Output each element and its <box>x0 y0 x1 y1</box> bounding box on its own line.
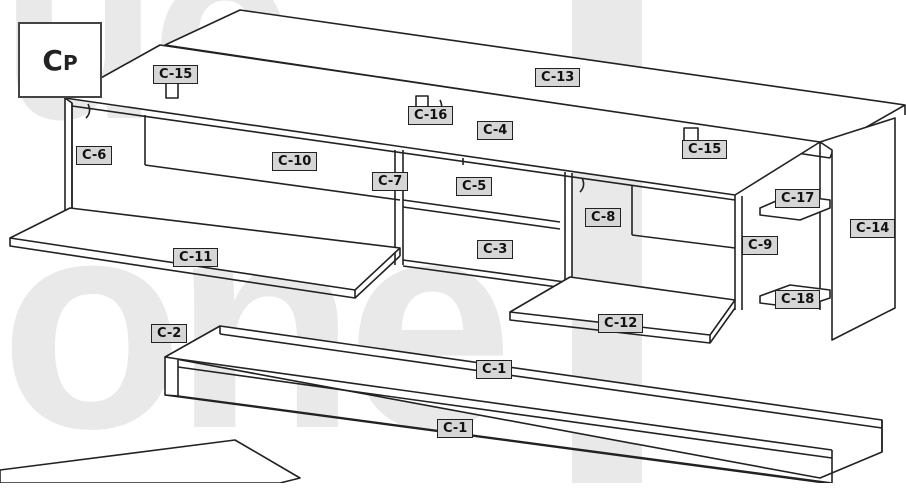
part-label-c17: C-17 <box>775 189 821 208</box>
part-label-c1-lower: C-1 <box>437 419 474 438</box>
part-label-c5: C-5 <box>456 177 493 196</box>
part-label-c14: C-14 <box>850 219 896 238</box>
part-label-c9: C-9 <box>742 236 779 255</box>
part-label-c11: C-11 <box>173 248 219 267</box>
part-label-c18: C-18 <box>775 290 821 309</box>
badge-letter: C <box>42 43 63 77</box>
section-badge: C P <box>18 22 102 98</box>
right-door <box>509 276 736 344</box>
right-compartment <box>631 185 743 310</box>
hinge-left <box>85 103 91 119</box>
part-label-c15-right: C-15 <box>682 140 728 159</box>
part-label-c2: C-2 <box>151 324 188 343</box>
part-label-c13: C-13 <box>535 68 581 87</box>
part-label-c6: C-6 <box>76 146 113 165</box>
middle-compartment <box>402 158 566 289</box>
part-label-c7: C-7 <box>372 172 409 191</box>
part-label-c8: C-8 <box>585 208 622 227</box>
bottom-panel-partial <box>0 439 301 483</box>
part-label-c4: C-4 <box>477 121 514 140</box>
part-label-c10: C-10 <box>272 152 318 171</box>
right-divider <box>564 172 573 283</box>
part-label-c12: C-12 <box>598 314 644 333</box>
inner-back-panel <box>144 115 401 201</box>
plinth-frame <box>164 325 883 483</box>
part-label-c1-upper: C-1 <box>476 360 513 379</box>
badge-subletter: P <box>62 51 78 75</box>
hinge-right <box>579 177 585 193</box>
part-label-c3: C-3 <box>477 240 514 259</box>
part-label-c15-left: C-15 <box>153 65 199 84</box>
part-label-c16: C-16 <box>408 106 454 125</box>
left-side-panel <box>64 97 73 216</box>
